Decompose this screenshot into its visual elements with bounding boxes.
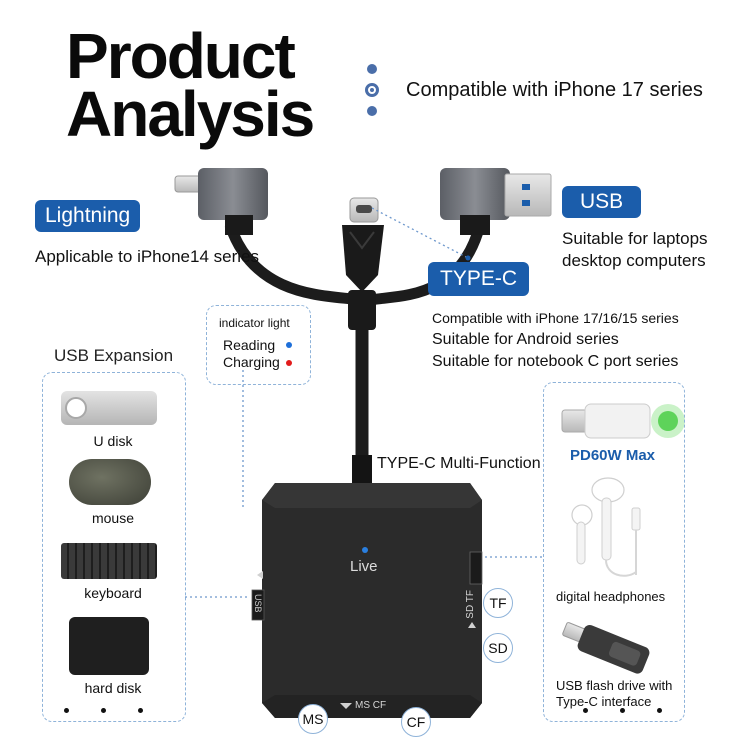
slot-ms: MS: [298, 704, 328, 734]
usb-desc-line1: Suitable for laptops: [562, 229, 708, 248]
slot-sd: SD: [483, 633, 513, 663]
u-disk-image: [61, 391, 157, 425]
page-title-line1: Product: [66, 20, 296, 92]
indicator-box: indicator light Reading Charging: [206, 305, 311, 385]
compat-header: Compatible with iPhone 17 series: [406, 79, 703, 101]
item-hard-disk: hard disk: [84, 680, 142, 696]
charging-dot: [286, 360, 292, 366]
mouse-image: [69, 459, 151, 505]
flash-label-line2: Type-C interface: [556, 694, 652, 709]
lightning-badge: Lightning: [35, 200, 141, 232]
typec-desc-2: Suitable for Android series: [432, 331, 619, 348]
lightning-adapter: [174, 168, 268, 235]
hub-device: [251, 483, 483, 718]
headphones-label: digital headphones: [556, 589, 666, 604]
page-title-line2: Analysis: [66, 78, 315, 150]
pagination-dots-left: [48, 700, 159, 718]
slot-cf: CF: [401, 707, 431, 737]
pd-charger: [561, 403, 685, 439]
typec-badge: TYPE-C: [428, 262, 530, 296]
indicator-reading: Reading: [223, 337, 276, 353]
item-keyboard: keyboard: [84, 585, 142, 601]
right-panel: [543, 382, 685, 722]
hub-side-ports-label: SD TF: [465, 590, 476, 619]
item-mouse: mouse: [91, 510, 135, 526]
indicator-charging: Charging: [223, 354, 280, 370]
headphones: [571, 477, 641, 577]
typec-desc-3: Suitable for notebook C port series: [432, 353, 679, 370]
hub-cable-label: TYPE-C Multi-Function: [377, 455, 541, 472]
pd-label: PD60W Max: [570, 447, 656, 464]
hub-live-label: Live: [350, 558, 378, 575]
hub-bottom-ports-label: MS CF: [355, 700, 387, 711]
typec-desc-1: Compatible with iPhone 17/16/15 series: [432, 310, 679, 326]
item-u-disk: U disk: [93, 433, 133, 449]
hub-usb-port-label: USB: [253, 594, 263, 613]
usb-desc-line2: desktop computers: [562, 251, 706, 270]
usb-a-adapter: [440, 168, 552, 235]
usb-expansion-title: USB Expansion: [54, 346, 174, 365]
usb-badge: USB: [562, 186, 642, 218]
indicator-title: indicator light: [219, 316, 290, 330]
keyboard-image: [61, 543, 157, 579]
decorative-dots: [364, 64, 380, 125]
slot-tf: TF: [483, 588, 513, 618]
hard-disk-image: [69, 617, 149, 675]
flash-drive: [562, 622, 650, 674]
pagination-dots-right: [567, 700, 678, 718]
reading-dot: [286, 342, 292, 348]
type-c-plug: [342, 197, 384, 292]
usb-expansion-panel: U disk mouse keyboard hard disk: [42, 372, 186, 722]
lightning-desc: Applicable to iPhone14 series: [35, 247, 259, 266]
flash-label-line1: USB flash drive with: [556, 678, 673, 693]
